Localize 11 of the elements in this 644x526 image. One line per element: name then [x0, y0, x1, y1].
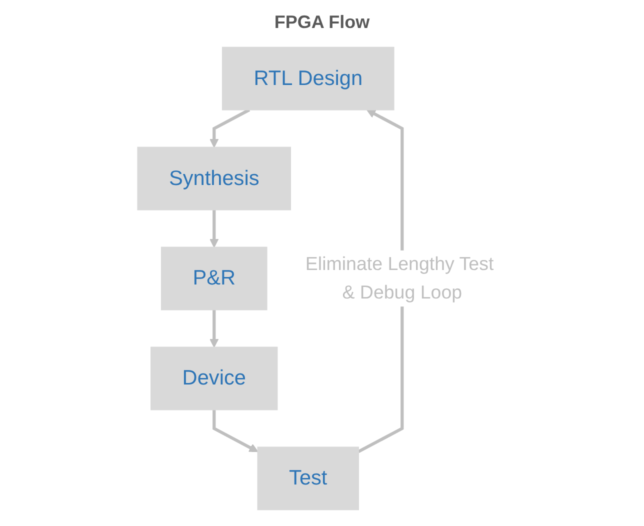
edge-label: Eliminate Lengthy Test & Debug Loop — [305, 254, 494, 302]
node-box: P&R — [160, 246, 268, 310]
node-box: Test — [257, 446, 359, 510]
arrow — [210, 210, 219, 248]
node-box: RTL Design — [222, 46, 394, 110]
arrow — [210, 108, 250, 148]
diagram-title: FPGA Flow — [274, 12, 370, 33]
arrow — [212, 410, 258, 452]
arrow — [210, 310, 219, 348]
node-box: Device — [150, 346, 278, 410]
node-box: Synthesis — [137, 146, 292, 210]
